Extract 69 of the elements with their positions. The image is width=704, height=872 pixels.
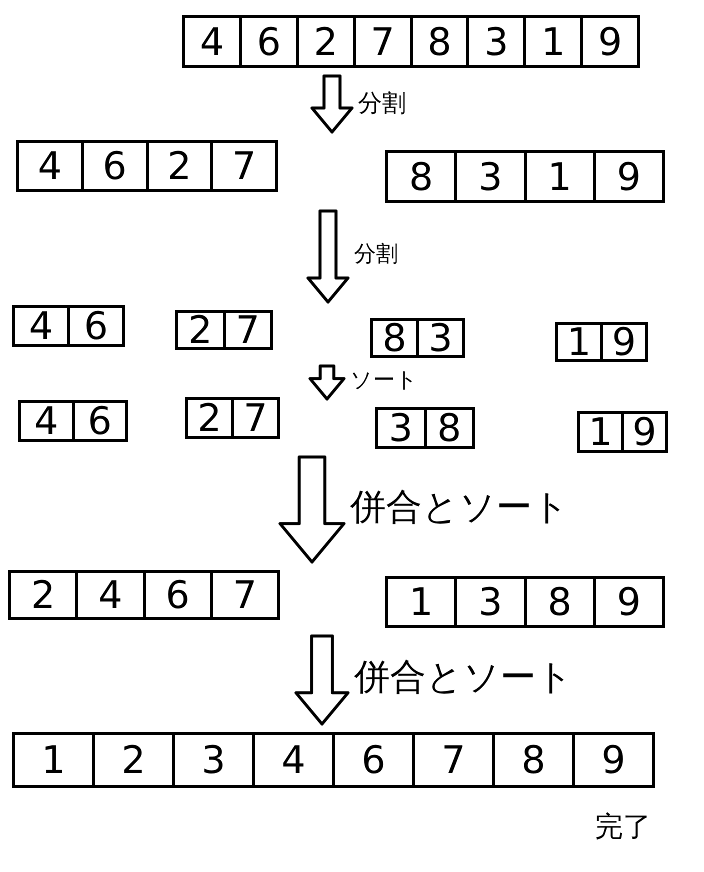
arrow (294, 634, 350, 726)
array-box (8, 570, 280, 620)
edge-label: 分割 (354, 243, 398, 268)
number-cell: 4 (185, 18, 239, 65)
number-cell: 7 (222, 313, 270, 347)
number-cell: 8 (492, 735, 572, 785)
number-cell: 3 (454, 153, 524, 200)
number-cell: 4 (21, 403, 72, 439)
number-cell: 1 (558, 325, 600, 359)
number-cell: 6 (238, 18, 296, 65)
number-cell: 7 (352, 18, 410, 65)
number-cell: 6 (67, 308, 122, 344)
number-cell: 8 (373, 321, 416, 355)
number-cell: 8 (388, 153, 454, 200)
arrow (278, 456, 346, 564)
number-cell: 6 (332, 735, 412, 785)
array-box (555, 322, 648, 362)
array-box (385, 576, 665, 628)
number-cell: 2 (11, 573, 76, 617)
number-cell: 4 (252, 735, 332, 785)
number-cell: 2 (178, 313, 222, 347)
arrow (308, 364, 346, 400)
number-cell: 2 (188, 400, 231, 436)
array-box (577, 411, 668, 453)
array-box (375, 407, 475, 449)
number-cell: 6 (142, 573, 210, 617)
number-cell: 4 (75, 573, 142, 617)
number-cell: 9 (592, 579, 662, 625)
number-cell: 1 (15, 735, 92, 785)
number-cell: 4 (15, 308, 67, 344)
number-cell: 8 (424, 410, 472, 446)
array-box (16, 140, 278, 192)
number-cell: 9 (621, 414, 665, 450)
number-cell: 9 (572, 735, 652, 785)
array-box (182, 15, 640, 68)
array-box (175, 310, 273, 350)
number-cell: 7 (412, 735, 492, 785)
number-cell: 9 (600, 325, 645, 359)
number-cell: 9 (592, 153, 662, 200)
number-cell: 7 (210, 143, 275, 189)
array-box (12, 732, 655, 788)
array-box (18, 400, 128, 442)
array-box (385, 150, 665, 203)
number-cell: 2 (296, 18, 353, 65)
number-cell: 1 (580, 414, 621, 450)
number-cell: 6 (72, 403, 125, 439)
number-cell: 1 (388, 579, 454, 625)
array-box (12, 305, 125, 347)
arrow (306, 210, 350, 304)
number-cell: 8 (524, 579, 593, 625)
number-cell: 7 (210, 573, 277, 617)
edge-label: 分割 (358, 90, 406, 116)
number-cell: 9 (580, 18, 637, 65)
number-cell: 6 (80, 143, 146, 189)
number-cell: 2 (146, 143, 210, 189)
number-cell: 7 (231, 400, 277, 436)
array-box (185, 397, 280, 439)
arrow (310, 74, 354, 134)
number-cell: 4 (19, 143, 81, 189)
array-box (370, 318, 465, 358)
number-cell: 1 (524, 153, 593, 200)
number-cell: 8 (410, 18, 466, 65)
number-cell: 3 (454, 579, 524, 625)
number-cell: 3 (378, 410, 424, 446)
number-cell: 2 (92, 735, 172, 785)
number-cell: 3 (416, 321, 462, 355)
number-cell: 3 (172, 735, 252, 785)
number-cell: 1 (523, 18, 580, 65)
number-cell: 3 (466, 18, 524, 65)
